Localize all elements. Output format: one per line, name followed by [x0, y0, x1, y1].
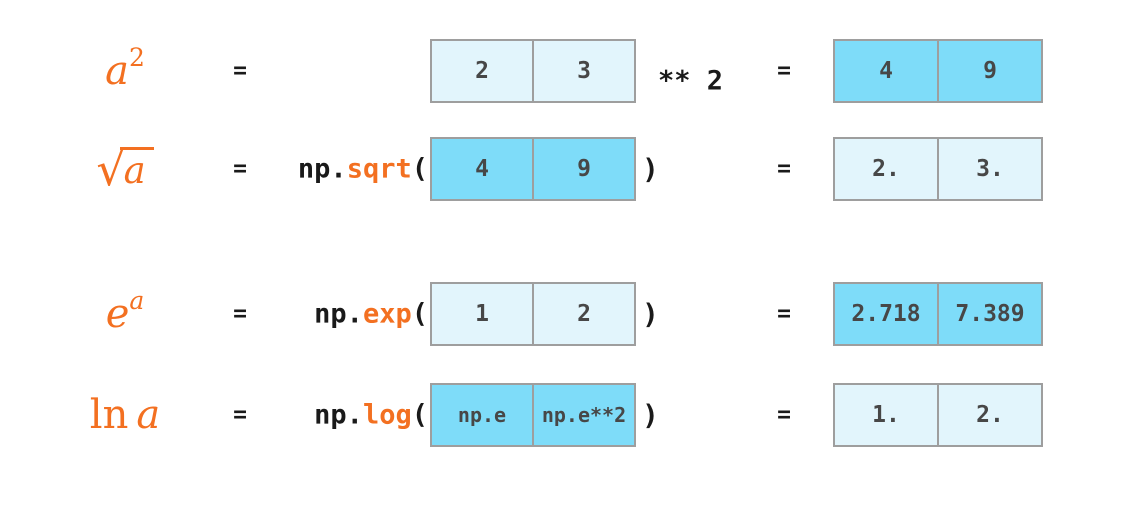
array-cell: 1.	[872, 402, 900, 428]
array-cell: 4	[879, 58, 893, 84]
math-expression-a-squared: a2	[40, 45, 210, 94]
code-function-name: exp	[362, 298, 412, 330]
row-sqrt: √a = np.sqrt( 4 9 ) = 2. 3.	[0, 137, 1144, 201]
sqrt-expression: √a	[96, 142, 154, 196]
radical-sign: √	[96, 142, 126, 196]
math-expression-sqrt: √a	[40, 146, 210, 192]
math-expression-exp: ea	[40, 288, 210, 337]
input-array-box: 2 3	[430, 39, 636, 103]
input-array-box: 1 2	[430, 282, 636, 346]
code-function-name: log	[362, 399, 412, 431]
close-paren: )	[642, 297, 659, 331]
equals-sign: =	[777, 301, 791, 327]
array-cell: 9	[532, 139, 634, 199]
equals-sign: =	[777, 402, 791, 428]
row-log: ln a = np.log( np.e np.e**2 ) = 1. 2.	[0, 383, 1144, 447]
math-var: a	[136, 392, 161, 438]
power-operator: ** 2	[658, 65, 724, 97]
code-module: np.	[297, 153, 347, 185]
array-cell: 2.718	[851, 301, 921, 327]
array-cell: 3	[532, 41, 634, 101]
output-array-box: 2.718 7.389	[833, 282, 1043, 346]
equals-sign: =	[777, 156, 791, 182]
array-cell: 3.	[937, 139, 1041, 199]
open-paren: (	[411, 153, 428, 185]
array-cell: np.e	[457, 403, 507, 427]
open-paren: (	[411, 399, 428, 431]
row-square: a2 = 2 3 ** 2 = 4 9	[0, 39, 1144, 103]
close-paren: )	[642, 398, 659, 432]
array-cell: 2.	[937, 385, 1041, 445]
array-cell: 4	[475, 156, 489, 182]
array-cell: np.e**2	[532, 385, 634, 445]
code-module: np.	[314, 298, 363, 330]
close-paren: )	[642, 152, 659, 186]
array-cell: 1	[475, 301, 489, 327]
array-cell: 2	[475, 58, 489, 84]
math-var: e	[105, 291, 130, 337]
equals-sign: =	[233, 402, 247, 428]
row-exp: ea = np.exp( 1 2 ) = 2.718 7.389	[0, 282, 1144, 346]
input-array-box: np.e np.e**2	[430, 383, 636, 447]
array-cell: 2	[532, 284, 634, 344]
array-cell: 7.389	[937, 284, 1041, 344]
output-array-box: 2. 3.	[833, 137, 1043, 201]
equals-sign: =	[233, 58, 247, 84]
output-array-box: 1. 2.	[833, 383, 1043, 447]
array-cell: 9	[937, 41, 1041, 101]
math-superscript: 2	[128, 43, 145, 72]
array-cell: 2.	[872, 156, 900, 182]
code-call-log: np.log(	[230, 400, 428, 431]
code-call-exp: np.exp(	[230, 299, 428, 330]
math-expression-log: ln a	[40, 395, 210, 435]
input-array-box: 4 9	[430, 137, 636, 201]
math-var: a	[105, 48, 129, 94]
math-superscript: a	[129, 286, 145, 315]
math-function: ln	[89, 392, 129, 438]
math-var: a	[119, 147, 154, 191]
code-module: np.	[314, 399, 363, 431]
code-function-name: sqrt	[346, 153, 412, 185]
equals-sign: =	[233, 301, 247, 327]
code-call-sqrt: np.sqrt(	[230, 154, 428, 185]
output-array-box: 4 9	[833, 39, 1043, 103]
equals-sign: =	[233, 156, 247, 182]
equals-sign: =	[777, 58, 791, 84]
open-paren: (	[411, 298, 428, 330]
